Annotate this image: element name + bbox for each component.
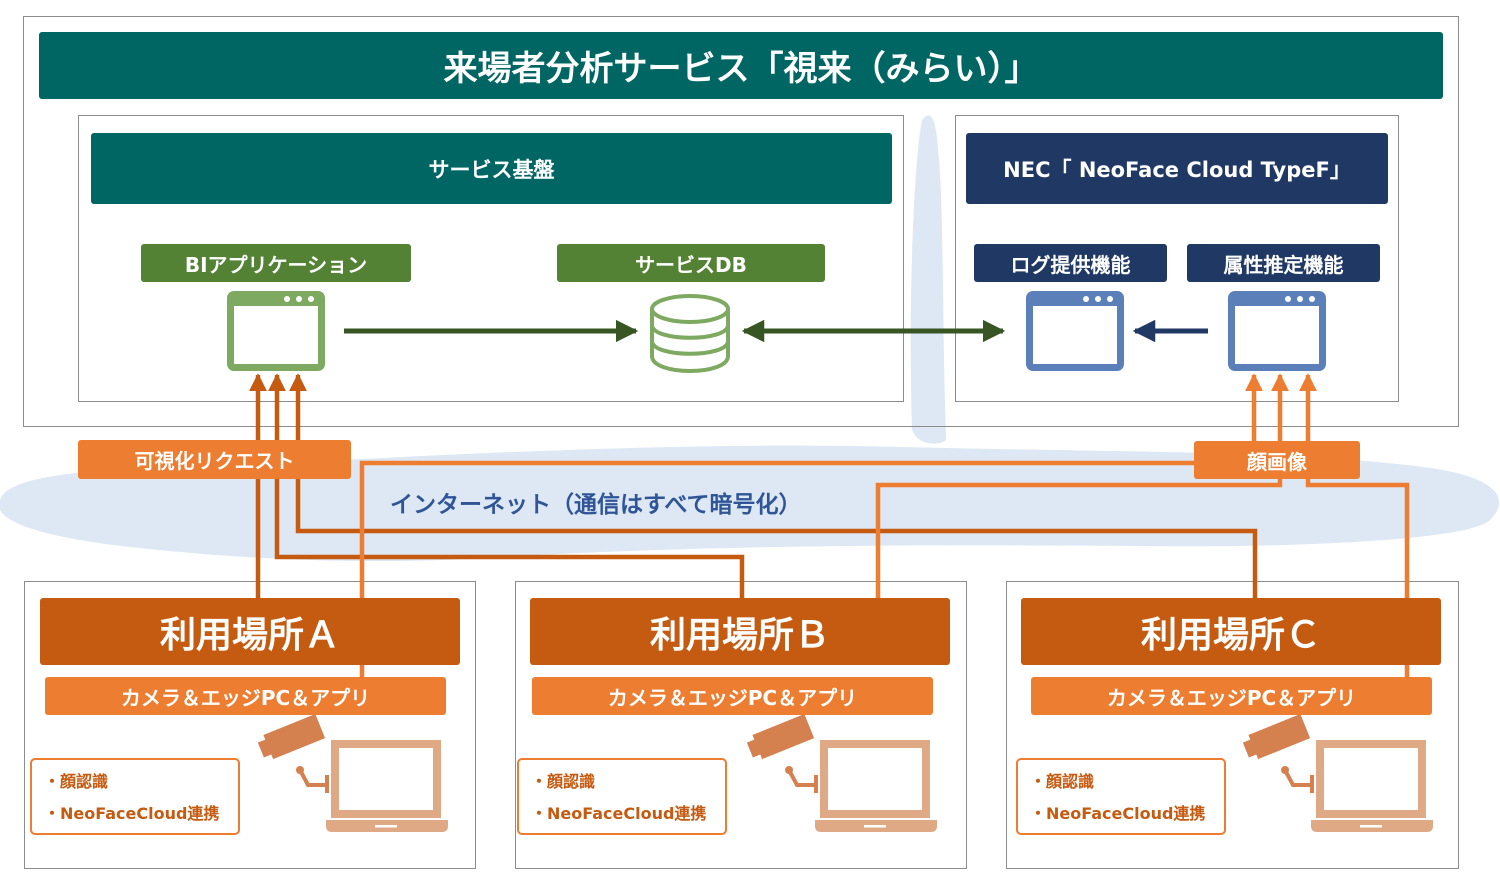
attribute-function-label: 属性推定機能 (1223, 252, 1344, 277)
service-platform-title: サービス基盤 (428, 157, 555, 182)
site-b-feature-neoface-link: ・NeoFaceCloud連携 (531, 804, 707, 823)
site-c-title: 利用場所Ｃ (1140, 614, 1321, 656)
service-db-label: サービスDB (635, 252, 747, 277)
site-c-feature-face-recognition: ・顔認識 (1030, 772, 1095, 791)
visualization-request-label: 可視化リクエスト (78, 440, 351, 479)
site-c-feature-neoface-link: ・NeoFaceCloud連携 (1030, 804, 1206, 823)
log-function-label: ログ提供機能 (1010, 252, 1131, 277)
site-a-feature-box: ・顔認識 ・NeoFaceCloud連携 (30, 758, 240, 835)
cloud-vertical-strip (910, 115, 946, 444)
site-a-title: 利用場所Ａ (159, 614, 340, 656)
site-b-title-box: 利用場所Ｂ (530, 598, 950, 665)
service-db-label-box: サービスDB (557, 244, 825, 282)
face-image-label: 顔画像 (1194, 441, 1360, 479)
site-c-device-label: カメラ＆エッジPC＆アプリ (1106, 685, 1357, 710)
nec-cloud-title: NEC「 NeoFace Cloud TypeF」 (1003, 157, 1351, 182)
site-b-device-label: カメラ＆エッジPC＆アプリ (607, 685, 858, 710)
attribute-function-label-box: 属性推定機能 (1187, 244, 1380, 282)
site-b-device-box: カメラ＆エッジPC＆アプリ (532, 677, 933, 715)
site-a-device-label: カメラ＆エッジPC＆アプリ (120, 685, 371, 710)
service-platform-header: サービス基盤 (91, 133, 892, 204)
internet-label: インターネット（通信はすべて暗号化） (390, 492, 802, 518)
log-function-label-box: ログ提供機能 (974, 244, 1167, 282)
site-b-feature-box: ・顔認識 ・NeoFaceCloud連携 (517, 758, 727, 835)
bi-app-label-box: BIアプリケーション (141, 244, 411, 282)
nec-cloud-header: NEC「 NeoFace Cloud TypeF」 (966, 133, 1388, 204)
site-c-title-box: 利用場所Ｃ (1021, 598, 1441, 665)
site-b-title: 利用場所Ｂ (649, 614, 830, 656)
site-a-device-box: カメラ＆エッジPC＆アプリ (45, 677, 446, 715)
bi-app-label: BIアプリケーション (184, 252, 368, 277)
site-c-device-box: カメラ＆エッジPC＆アプリ (1031, 677, 1432, 715)
site-a-title-box: 利用場所Ａ (40, 598, 460, 665)
site-a-feature-face-recognition: ・顔認識 (44, 772, 109, 791)
site-b-feature-face-recognition: ・顔認識 (531, 772, 596, 791)
site-c-feature-box: ・顔認識 ・NeoFaceCloud連携 (1016, 758, 1226, 835)
site-a-feature-neoface-link: ・NeoFaceCloud連携 (44, 804, 220, 823)
main-title-banner: 来場者分析サービス「視来（みらい）」 (39, 32, 1443, 99)
main-title: 来場者分析サービス「視来（みらい）」 (443, 49, 1039, 89)
